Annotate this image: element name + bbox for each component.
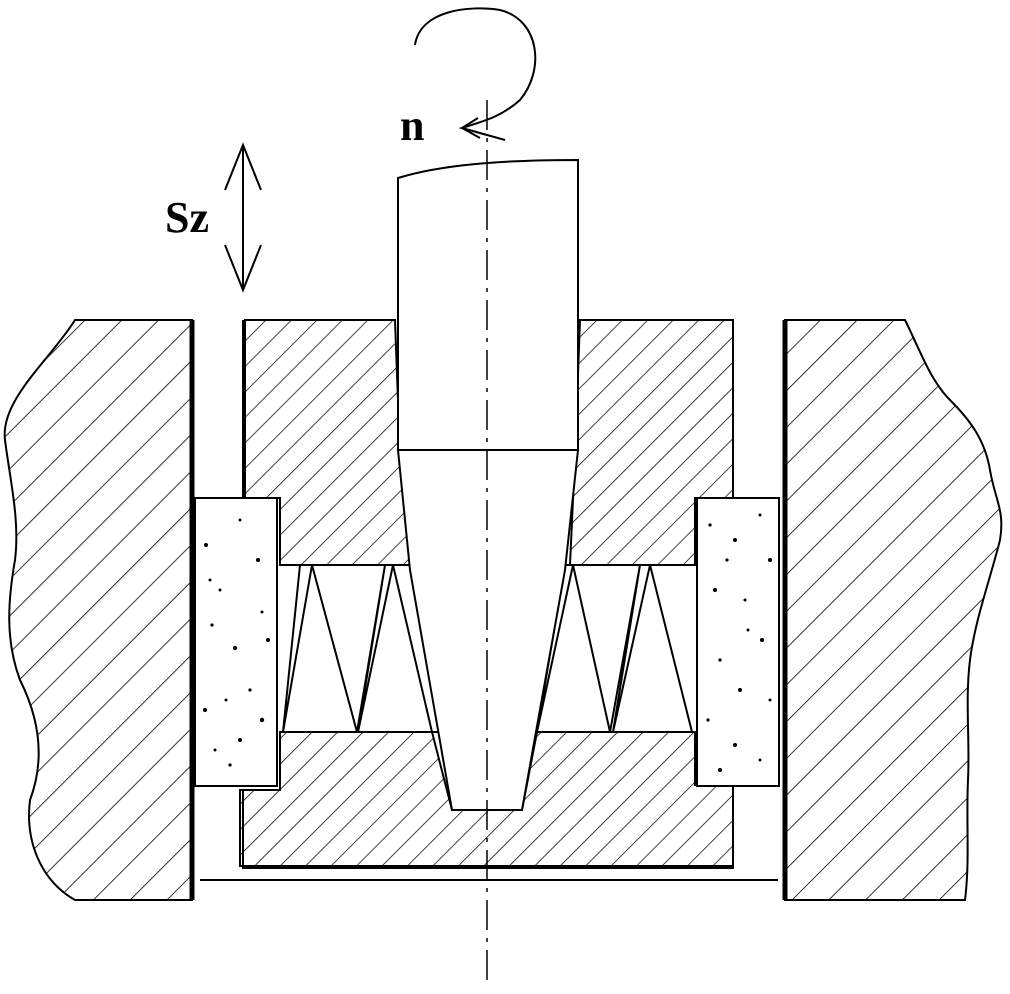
spring-right: [536, 564, 693, 733]
spring-left: [282, 564, 433, 733]
fixture-channel-outline: [200, 320, 778, 881]
feed-double-arrow-icon: [224, 142, 262, 293]
feed-label: Sz: [165, 193, 209, 242]
rotation-arrow-icon: [414, 7, 537, 141]
abrasive-stone-right: [696, 497, 780, 787]
abrasive-stone-left: [194, 497, 278, 787]
tapered-mandrel: [397, 158, 579, 811]
rotation-arrowhead: [460, 117, 481, 139]
housing-left-wall: [3, 319, 193, 901]
housing-right-wall: [784, 319, 1003, 901]
rotation-label: n: [400, 101, 424, 150]
